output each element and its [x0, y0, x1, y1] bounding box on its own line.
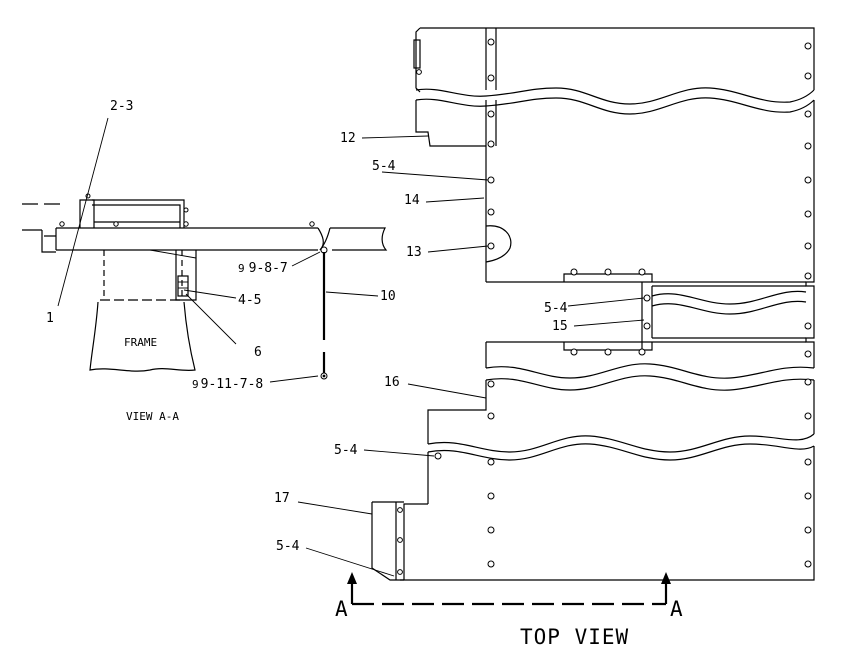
callout-1: 1 — [46, 311, 54, 326]
section-arrow-left-icon — [347, 572, 357, 584]
break-lines — [415, 87, 815, 461]
callout-14: 14 — [404, 193, 420, 208]
callout-6: 6 — [254, 345, 262, 360]
top-view-outline — [371, 27, 815, 581]
frame-label: FRAME — [124, 336, 157, 349]
section-a-right: A — [670, 597, 683, 621]
section-line-aa: A A — [335, 572, 683, 621]
callout-16: 16 — [384, 375, 400, 390]
top-view-bolts — [397, 38, 812, 575]
callout-15: 15 — [552, 319, 568, 334]
callout-4-5: 4-5 — [238, 293, 261, 308]
callout-2-3: 2-3 — [110, 99, 133, 114]
view-aa-leaders — [57, 117, 379, 383]
top-view-leaders — [297, 135, 645, 577]
callout-17: 17 — [274, 491, 290, 506]
top-view-title: TOP VIEW — [520, 625, 629, 649]
view-aa-title: VIEW A-A — [126, 410, 179, 423]
callout-5-4-c: 5-4 — [334, 443, 358, 458]
callout-5-4-b: 5-4 — [544, 301, 568, 316]
callout-13: 13 — [406, 245, 422, 260]
callout-10: 10 — [380, 289, 396, 304]
view-aa-detail — [22, 193, 388, 380]
callout-5-4-d: 5-4 — [276, 539, 300, 554]
callout-5-4-a: 5-4 — [372, 159, 396, 174]
top-view-labels: 12 5-4 14 13 5-4 15 16 5-4 17 5-4 — [274, 131, 568, 554]
section-a-left: A — [335, 597, 348, 621]
callout-12: 12 — [340, 131, 356, 146]
section-arrow-right-icon — [661, 572, 671, 584]
